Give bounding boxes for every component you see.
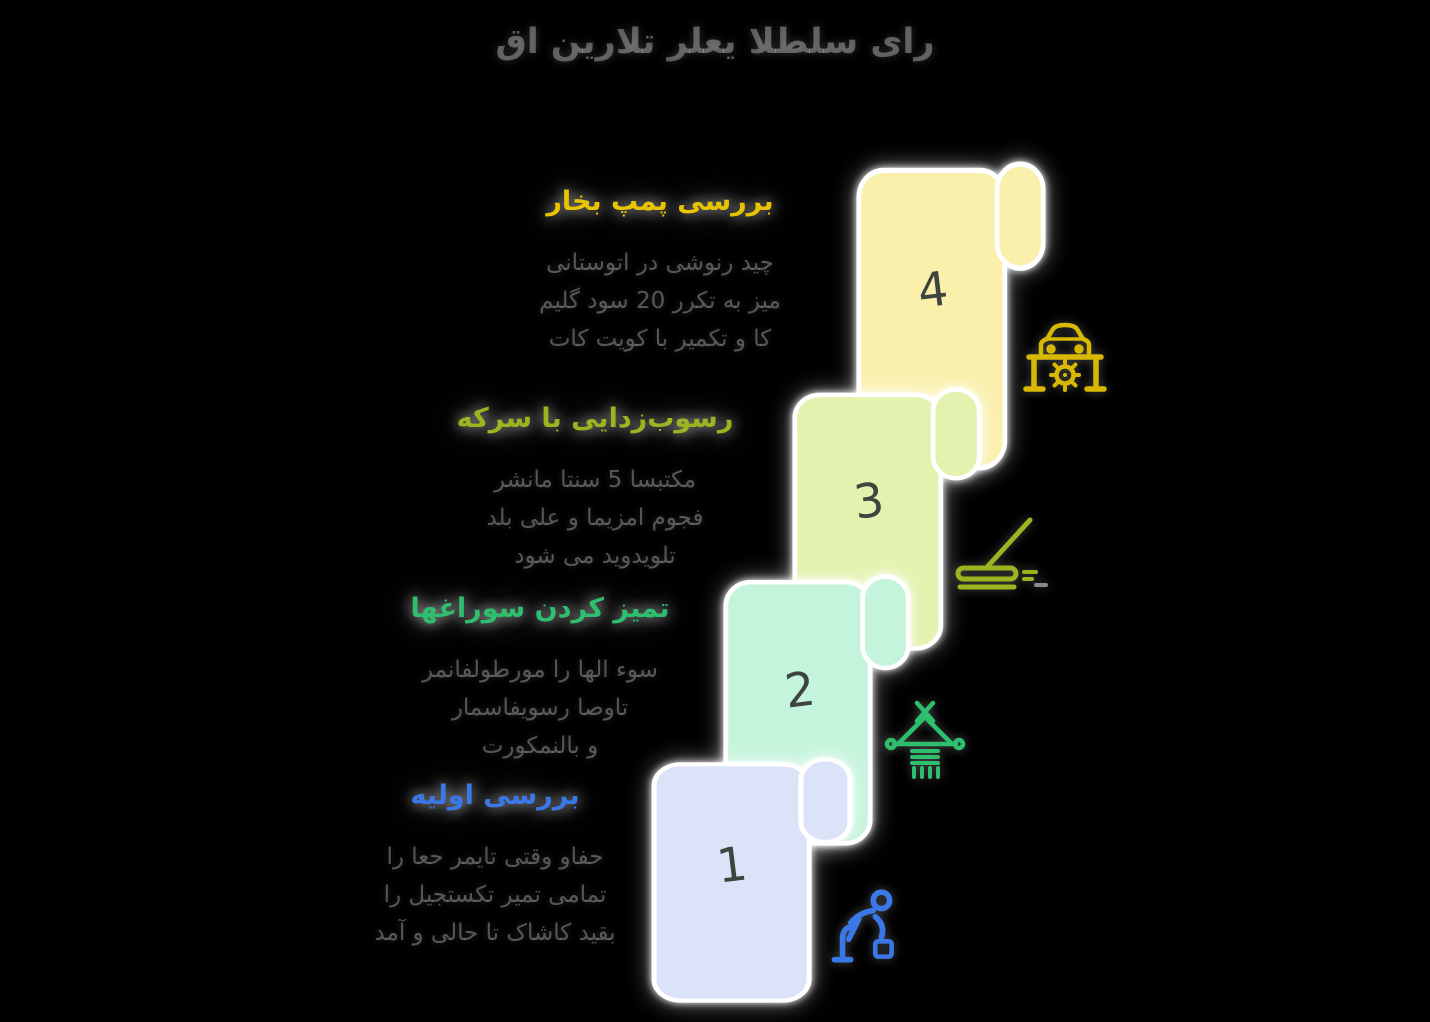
step-2-heading: تمیز کردن سوراغها [410,593,670,624]
section-step-3: رسوب‌زدایی با سرکه مکتبسا 5 سنتا مانشر ف… [435,403,755,575]
step-4-description-line: کا و تکمیر با کویت کات [548,326,772,352]
inspector-icon [818,886,908,972]
step-number: 2 [781,661,818,721]
step-4-heading: بررسی پمپ بخار [546,186,774,217]
step-3-heading: رسوب‌زدایی با سرکه [456,403,734,434]
section-step-2: تمیز کردن سوراغها سوء الها را مورطولفانم… [388,593,692,765]
page-title: رای سلطلا یعلر تلارین اق [495,22,935,62]
step-2-description-line: و بالنمکورت [481,733,599,759]
car-lift-icon [1023,320,1107,400]
step-1-description-line: حفاو وقتی تایمر حعا را [386,844,604,870]
section-step-1: بررسی اولیه حفاو وقتی تایمر حعا را تمامی… [330,780,660,952]
step-3-description-line: تلویدوید می شود [514,543,676,569]
step-4-description-line: میز به تکرر 20 سود گلیم [539,288,781,314]
step-3-description-line: فجوم امزیما و علی بلد [486,505,704,531]
step-4-description-line: چید رنوشی در اتوستانی [546,250,774,276]
step-2-description-line: سوء الها را مورطولفانمر [422,657,658,683]
squeegee-icon [950,512,1050,594]
step-1-description-line: بقید کاشاک تا حالی و آمد [374,920,616,946]
step-3-description-line: مکتبسا 5 سنتا مانشر [493,467,697,493]
scroll-card-shape [651,757,853,1003]
section-step-4: بررسی پمپ بخار چید رنوشی در اتوستانی میز… [490,186,830,358]
step-1-description-line: تمامی تمیر تکستجیل را [383,882,607,908]
step-card-1: 1 [650,756,854,1004]
step-1-heading: بررسی اولیه [410,780,580,811]
step-2-description-line: تاوصا رسویفاسمار [451,695,629,721]
wash-station-icon [884,698,968,782]
